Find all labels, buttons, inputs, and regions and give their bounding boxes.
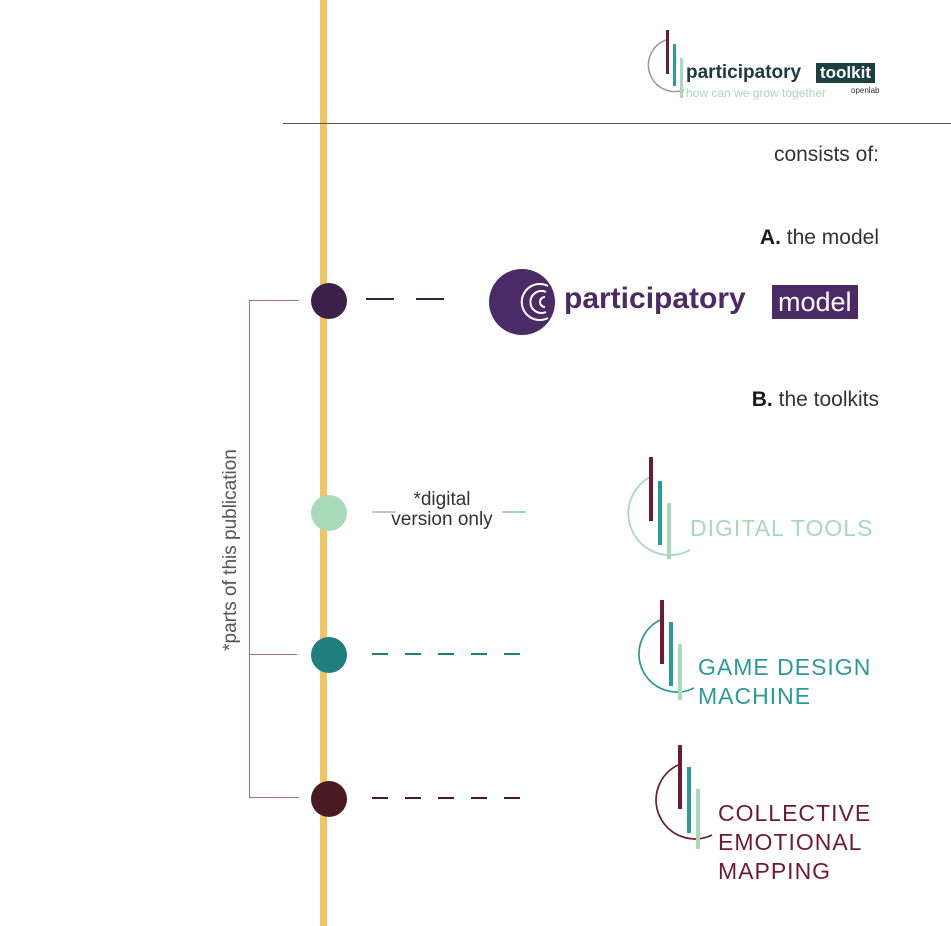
toolkit-logo-word-participatory: participatory bbox=[686, 62, 802, 83]
emotional-mapping-label-line1: COLLECTIVE bbox=[718, 800, 872, 826]
game-design-logo-mark bbox=[638, 600, 695, 700]
emotional-mapping-logo-mark bbox=[655, 745, 713, 849]
section-b-heading: B. the toolkits bbox=[752, 388, 879, 412]
game-design-label: GAME DESIGN MACHINE bbox=[698, 653, 871, 711]
game-design-dot bbox=[311, 637, 347, 673]
model-logo-word-model: model bbox=[772, 285, 858, 319]
model-dash-connector bbox=[366, 298, 456, 300]
consists-of-text: consists of: bbox=[773, 143, 879, 166]
bracket-tick-model bbox=[249, 300, 299, 301]
section-a-letter: A. bbox=[759, 226, 781, 249]
toolkit-logo-tagline: how can we grow together bbox=[686, 86, 827, 100]
model-logo-mark bbox=[489, 269, 555, 335]
bracket-tick-game bbox=[249, 654, 297, 655]
timeline-line bbox=[320, 0, 327, 926]
model-dot bbox=[311, 283, 347, 319]
digital-tools-logo-mark bbox=[627, 457, 690, 559]
publication-bracket bbox=[249, 300, 250, 798]
digital-version-note: *digital version only bbox=[382, 490, 502, 530]
game-design-label-line2: MACHINE bbox=[698, 683, 812, 709]
emotional-mapping-label-line2: EMOTIONAL bbox=[718, 829, 863, 855]
section-a-text: the model bbox=[786, 226, 879, 249]
emotional-mapping-label-line3: MAPPING bbox=[718, 858, 832, 884]
publication-side-label: *parts of this publication bbox=[220, 449, 241, 651]
section-b-text: the toolkits bbox=[778, 388, 879, 411]
digital-note-line1: *digital bbox=[413, 489, 471, 510]
digital-dash-connector bbox=[372, 511, 526, 513]
header-divider bbox=[283, 123, 951, 124]
digital-tools-dot bbox=[311, 495, 347, 531]
section-a-heading: A. the model bbox=[760, 226, 879, 250]
game-dash-connector bbox=[372, 653, 526, 655]
emotional-mapping-label: COLLECTIVE EMOTIONAL MAPPING bbox=[718, 799, 871, 886]
toolkit-logo-word-toolkit: toolkit bbox=[816, 63, 875, 83]
bracket-tick-mapping bbox=[249, 797, 299, 798]
section-b-letter: B. bbox=[751, 388, 773, 411]
toolkit-logo-mark bbox=[647, 30, 685, 98]
digital-tools-label: DIGITAL TOOLS bbox=[690, 515, 874, 541]
digital-note-line2: version only bbox=[391, 509, 493, 530]
emotional-mapping-dot bbox=[311, 781, 347, 817]
model-logo-word-participatory: participatory bbox=[564, 282, 746, 315]
mapping-dash-connector bbox=[372, 797, 526, 799]
game-design-label-line1: GAME DESIGN bbox=[698, 654, 872, 680]
toolkit-logo-org: openlab bbox=[851, 86, 880, 95]
